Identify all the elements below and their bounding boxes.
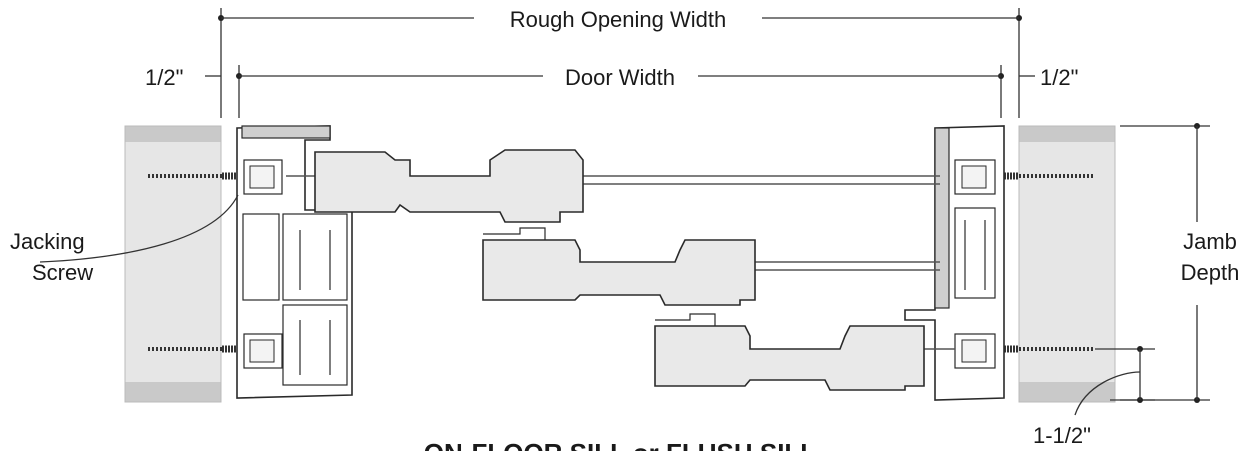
jacking-screw-label-line2: Screw bbox=[32, 260, 93, 285]
left-wall-outline bbox=[124, 125, 222, 403]
door-panel-1 bbox=[314, 149, 584, 223]
screw-offset-label: 1-1/2" bbox=[1033, 423, 1091, 448]
right-wall-top-band bbox=[1019, 126, 1115, 142]
right-frame-chamber-3 bbox=[954, 207, 996, 299]
right-wall-outline bbox=[1018, 125, 1116, 403]
right-wall-bottom-band bbox=[1019, 382, 1115, 402]
jamb-depth-label-line2: Depth bbox=[1181, 260, 1240, 285]
right-frame-block-2 bbox=[961, 339, 987, 363]
jacking-screw-callout: Jacking Screw bbox=[10, 194, 239, 285]
left-frame-profile bbox=[236, 125, 353, 399]
gap-dimensions: 1/2" 1/2" bbox=[145, 65, 1078, 90]
left-gap-label: 1/2" bbox=[145, 65, 183, 90]
left-frame-cap bbox=[241, 125, 331, 139]
right-frame-profile bbox=[904, 125, 1005, 401]
left-wall-bottom-band bbox=[125, 382, 221, 402]
right-wall-body bbox=[1019, 126, 1115, 402]
rough-opening-label: Rough Opening Width bbox=[510, 7, 726, 32]
door-width-dimension: Door Width bbox=[236, 65, 1004, 118]
left-frame-chamber-3 bbox=[242, 213, 280, 301]
door-panel-3 bbox=[654, 313, 925, 391]
left-wall-body bbox=[125, 126, 221, 402]
jamb-depth-dimension: Jamb Depth bbox=[1120, 123, 1239, 403]
door-panel-3-interlock bbox=[655, 313, 716, 326]
panel-rods bbox=[286, 175, 955, 350]
jacking-screw-label-line1: Jacking bbox=[10, 229, 85, 254]
right-frame-chamber-1 bbox=[954, 159, 996, 195]
left-frame-chamber-5 bbox=[282, 304, 348, 386]
door-panel-2-shape bbox=[482, 239, 756, 306]
jamb-depth-label-line1: Jamb bbox=[1183, 229, 1237, 254]
left-frame-chamber-4 bbox=[282, 213, 348, 301]
screw-offset-leader bbox=[1074, 371, 1141, 416]
left-frame-chamber-1 bbox=[243, 159, 283, 195]
right-frame-block-1 bbox=[961, 165, 987, 189]
door-panel-2-interlock bbox=[483, 227, 546, 240]
left-frame-chamber-2 bbox=[243, 333, 283, 369]
right-wall bbox=[1018, 125, 1116, 403]
door-panel-1-shape bbox=[314, 149, 584, 223]
door-width-label: Door Width bbox=[565, 65, 675, 90]
right-frame-chamber-2 bbox=[954, 333, 996, 369]
right-frame-cap bbox=[934, 127, 950, 309]
jacking-screw-leader bbox=[39, 194, 239, 263]
door-panel-3-shape bbox=[654, 325, 925, 391]
left-wall-top-band bbox=[125, 126, 221, 142]
left-wall bbox=[124, 125, 222, 403]
section-title: ON-FLOOR SILL or FLUSH SILL bbox=[424, 438, 817, 451]
right-gap-label: 1/2" bbox=[1040, 65, 1078, 90]
left-frame-block-2 bbox=[249, 339, 275, 363]
door-panel-2 bbox=[482, 227, 756, 306]
rough-opening-dimension: Rough Opening Width bbox=[218, 7, 1022, 118]
left-frame-block-1 bbox=[249, 165, 275, 189]
screw-offset-dimension: 1-1/2" bbox=[1033, 346, 1155, 448]
